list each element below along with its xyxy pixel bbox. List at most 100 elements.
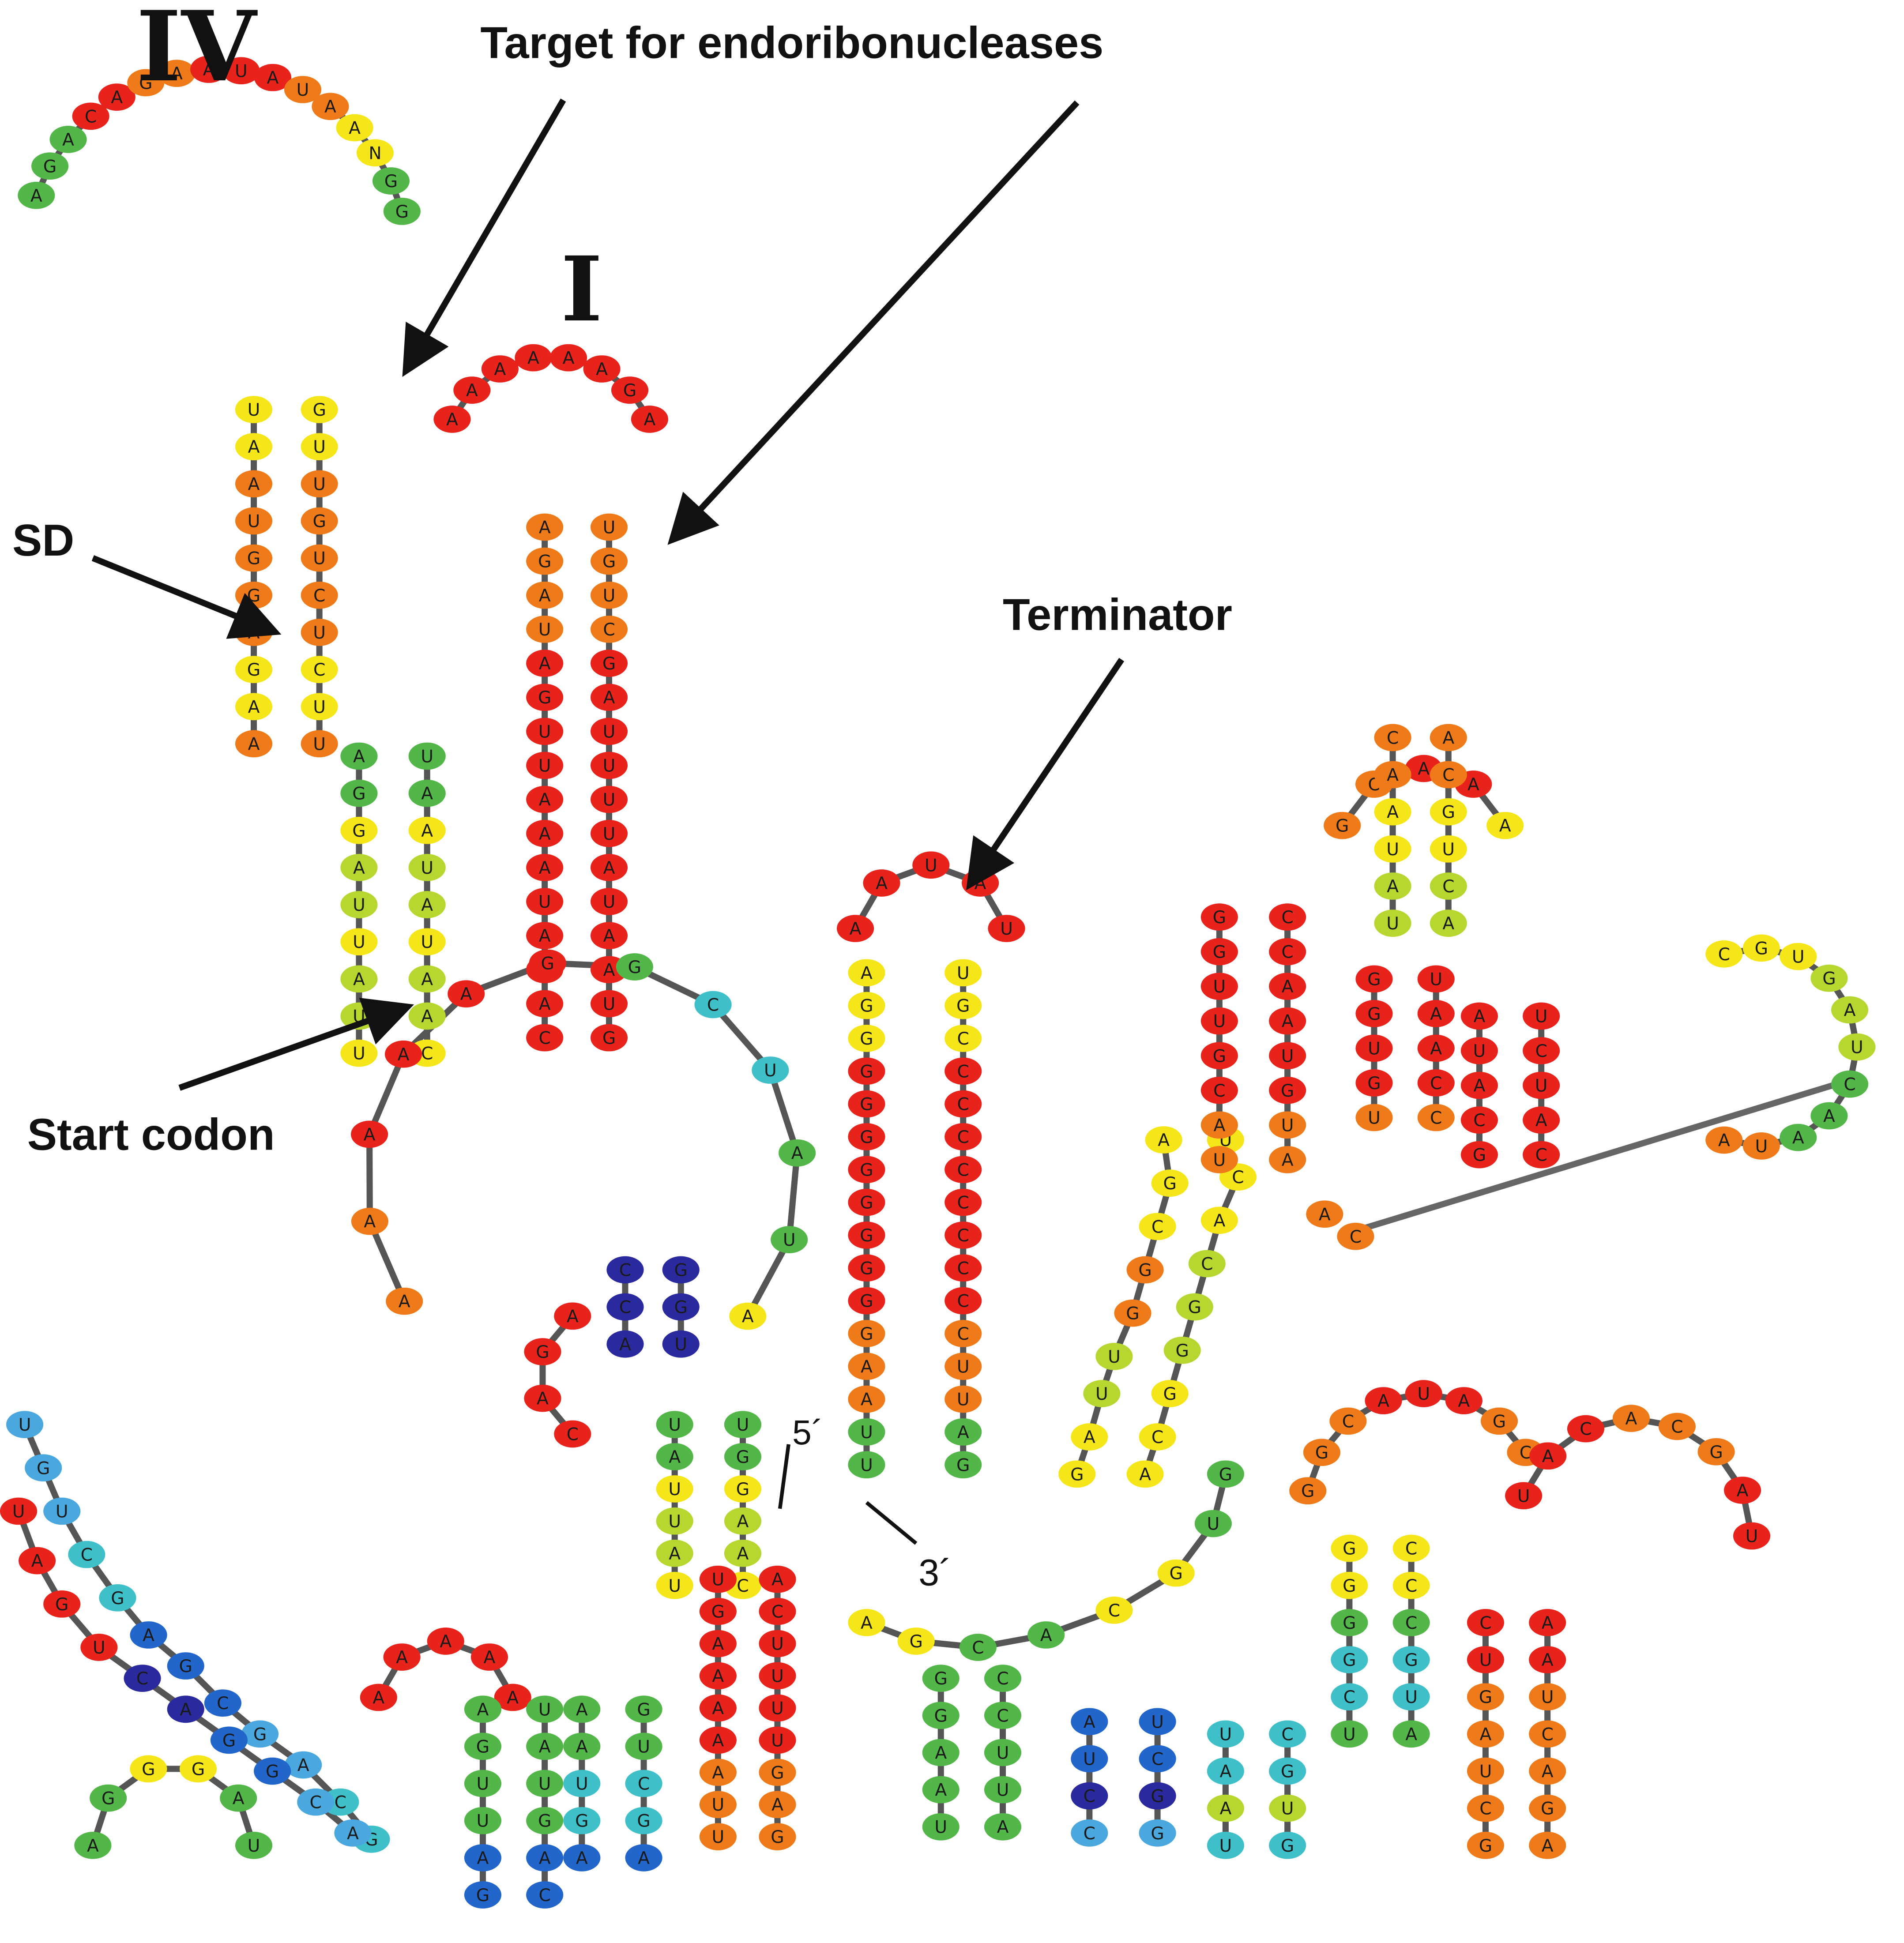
base-dot: [848, 1320, 885, 1347]
base-dot: [6, 1411, 44, 1438]
nucleotide: C: [297, 1788, 335, 1816]
base-dot: [235, 730, 273, 758]
base-letter: A: [539, 1737, 551, 1757]
nucleotide: A: [360, 1684, 397, 1711]
base-letter: G: [674, 1261, 688, 1281]
nucleotide: A: [1612, 1405, 1650, 1432]
base-letter: A: [477, 1849, 489, 1868]
base-letter: G: [860, 1029, 873, 1049]
base-letter: U: [1083, 1749, 1096, 1769]
base-dot: [1523, 1106, 1560, 1134]
base-letter: G: [395, 202, 409, 222]
nucleotide: U: [301, 433, 338, 461]
base-letter: N: [369, 143, 381, 163]
nucleotide: A: [235, 693, 273, 721]
nucleotide: A: [1374, 761, 1411, 789]
base-letter: U: [19, 1415, 31, 1435]
base-dot: [724, 1411, 762, 1438]
base-letter: A: [440, 1632, 452, 1652]
base-dot: [301, 581, 338, 609]
base-dot: [944, 1418, 982, 1446]
nucleotide: G: [526, 684, 564, 711]
base-letter: G: [1138, 1261, 1151, 1281]
base-letter: G: [1219, 1465, 1232, 1484]
nucleotide: U: [1467, 1646, 1505, 1673]
base-letter: C: [1342, 1412, 1354, 1432]
base-dot: [464, 1695, 502, 1723]
base-dot: [297, 1788, 335, 1816]
base-letter: A: [1468, 775, 1479, 795]
base-dot: [43, 1497, 81, 1525]
base-letter: G: [247, 586, 260, 606]
base-dot: [1071, 1782, 1108, 1810]
nucleotide: U: [301, 544, 338, 572]
base-letter: C: [538, 1029, 550, 1049]
base-letter: U: [1755, 1137, 1768, 1157]
nucleotide: A: [1486, 812, 1524, 839]
nucleotide: G: [1331, 1571, 1368, 1599]
base-dot: [408, 816, 446, 844]
base-letter: A: [1480, 1725, 1492, 1744]
base-letter: A: [1319, 1205, 1331, 1225]
nucleotide: N: [356, 139, 394, 167]
base-letter: A: [364, 1125, 376, 1145]
base-dot: [724, 1443, 762, 1470]
nucleotide: A: [1392, 1720, 1430, 1748]
base-letter: G: [934, 1669, 948, 1689]
base-dot: [254, 64, 292, 91]
base-letter: C: [1281, 1725, 1293, 1744]
nucleotide: G: [127, 69, 165, 97]
base-letter: U: [957, 963, 970, 983]
base-letter: C: [1442, 877, 1454, 897]
base-dot: [1417, 965, 1455, 993]
nucleotide: G: [1139, 1782, 1176, 1810]
base-letter: U: [1386, 840, 1399, 860]
nucleotide: G: [1430, 798, 1467, 826]
base-letter: C: [1580, 1420, 1592, 1439]
base-dot: [1200, 973, 1238, 1000]
base-letter: U: [538, 756, 551, 776]
nucleotide: G: [944, 992, 982, 1019]
base-dot: [606, 1293, 644, 1321]
base-dot: [340, 965, 378, 993]
base-letter: A: [1377, 1391, 1389, 1411]
base-dot: [526, 684, 564, 711]
base-letter: C: [957, 1259, 969, 1278]
base-dot: [656, 1443, 693, 1470]
nucleotide: G: [31, 152, 69, 180]
base-dot: [167, 1695, 204, 1723]
base-dot: [988, 915, 1025, 942]
base-dot: [1505, 1482, 1543, 1510]
nucleotide: A: [49, 126, 87, 153]
base-dot: [31, 152, 69, 180]
base-letter: A: [203, 60, 215, 80]
nucleotide: C: [944, 1287, 982, 1315]
base-dot: [408, 742, 446, 770]
base-letter: A: [603, 926, 615, 946]
nucleotide: G: [1139, 1819, 1176, 1847]
base-letter: U: [1386, 914, 1399, 934]
base-letter: A: [737, 1512, 749, 1532]
base-letter: G: [247, 660, 260, 680]
base-letter: U: [93, 1638, 105, 1658]
nucleotide: A: [427, 1627, 464, 1655]
start-codon-arrow: [178, 997, 414, 1091]
base-letter: U: [1213, 1150, 1226, 1170]
base-dot: [759, 1823, 796, 1851]
base-letter: A: [563, 349, 575, 368]
base-letter: A: [466, 381, 478, 401]
base-dot: [340, 1039, 378, 1067]
base-letter: C: [1405, 1539, 1417, 1559]
base-dot: [526, 819, 564, 847]
nucleotide: U: [590, 888, 628, 915]
base-letter: G: [538, 552, 551, 572]
base-dot: [1303, 1439, 1340, 1466]
nucleotide: G: [235, 544, 273, 572]
base-dot: [699, 1630, 737, 1657]
base-letter: U: [12, 1502, 25, 1522]
base-letter: G: [1213, 943, 1226, 962]
base-letter: A: [1823, 1107, 1835, 1127]
base-dot: [912, 851, 950, 879]
nucleotide: A: [340, 742, 378, 770]
base-dot: [1188, 1250, 1226, 1278]
